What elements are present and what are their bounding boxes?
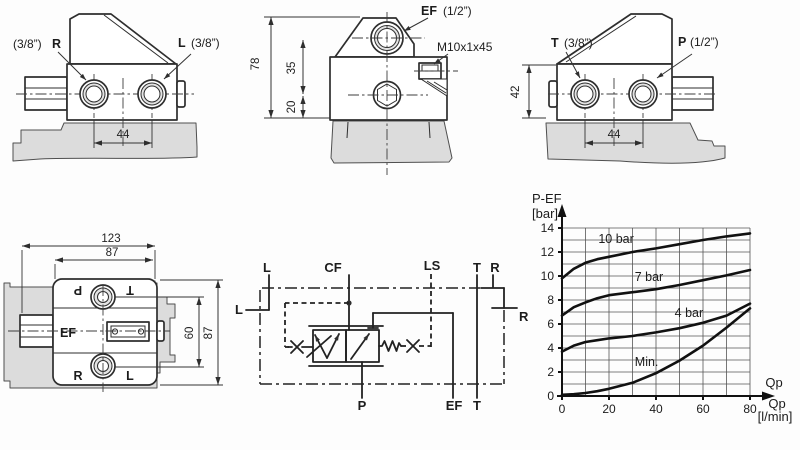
port-ef xyxy=(370,21,404,55)
y-tick-label: 0 xyxy=(547,389,554,403)
dimension-123: 123 xyxy=(101,233,120,245)
port-letter-t: T xyxy=(126,283,134,297)
port-letter-ef: EF xyxy=(60,326,76,340)
schematic-label-l-side: L xyxy=(235,302,243,317)
dimension-42: 42 xyxy=(510,86,522,99)
y-tick-label: 10 xyxy=(541,269,555,283)
x-axis-arrow-label: Qp xyxy=(765,375,782,390)
schematic-label-r-side: R xyxy=(519,309,529,324)
y-tick-label: 2 xyxy=(547,365,554,379)
pressure-flow-chart: 0 20 40 60 80 0 2 4 6 8 10 12 14 10 bar 7 bar 4 barMin.… xyxy=(532,191,792,424)
port-line-r xyxy=(480,274,518,309)
view-top-left: (3/8”) R L (3/8”) 44 xyxy=(12,13,220,162)
orifice-right xyxy=(406,339,420,353)
x-axis-unit: [l/min] xyxy=(758,409,793,424)
port-size-label: (3/8”) xyxy=(13,37,42,51)
curve-label: 7 bar xyxy=(635,270,664,284)
dimension-78: 78 xyxy=(250,58,262,71)
spring xyxy=(378,340,402,352)
view-top-middle: 78 35 20 EF (1/2”) M10x1x45 xyxy=(250,4,493,175)
port-letter-p: P xyxy=(74,283,82,297)
dimension-35: 35 xyxy=(286,62,298,75)
mounting-plate xyxy=(12,122,198,162)
port-r xyxy=(79,79,109,109)
y-tick-label: 14 xyxy=(541,221,555,235)
port-top xyxy=(90,284,116,310)
orifice-left xyxy=(287,340,314,354)
mounting-plate xyxy=(330,120,453,164)
view-front: 123 87 60 87 P T EF R L xyxy=(3,233,223,392)
port-letter: L xyxy=(178,36,186,50)
x-tick-label: 40 xyxy=(649,402,663,416)
hydraulic-schematic: L CF LS T R L R P EF T xyxy=(235,258,529,413)
dimension-20: 20 xyxy=(286,101,298,114)
port-letter: EF xyxy=(421,4,437,18)
dimension-87-top: 87 xyxy=(106,247,119,259)
port-size-label: (3/8”) xyxy=(191,36,220,50)
schematic-label-t-bottom: T xyxy=(473,398,481,413)
port-line-l xyxy=(245,274,270,311)
curve-label: Min. xyxy=(635,355,659,369)
schematic-label-ef: EF xyxy=(446,398,463,413)
hex-shaft xyxy=(24,76,68,111)
curve-10-bar xyxy=(560,232,752,280)
stud-label: M10x1x45 xyxy=(437,40,493,54)
port-letter-l: L xyxy=(126,369,134,383)
dimension-87-right: 87 xyxy=(203,327,215,340)
port-size-label: (1/2”) xyxy=(443,4,472,18)
port-t xyxy=(570,79,600,109)
view-top-right: 42 44 T (3/8”) P (1/2”) xyxy=(510,13,726,164)
port-l xyxy=(137,79,167,109)
dimension-44: 44 xyxy=(117,129,130,141)
port-letter: T xyxy=(551,36,559,50)
curve-label: 4 bar xyxy=(675,306,704,320)
y-tick-label: 6 xyxy=(547,317,554,331)
dimension-60: 60 xyxy=(184,327,196,340)
schematic-label-ls: LS xyxy=(424,258,441,273)
x-tick-label: 60 xyxy=(696,402,710,416)
schematic-label-p: P xyxy=(358,398,367,413)
y-axis-title: P-EF xyxy=(532,191,562,206)
hex-shaft xyxy=(671,76,714,111)
x-tick-label: 0 xyxy=(559,402,566,416)
y-axis-unit: [bar] xyxy=(532,206,558,221)
schematic-label-t-top: T xyxy=(473,260,481,275)
x-axis-arrow xyxy=(762,391,775,401)
port-letter: P xyxy=(678,35,686,49)
curve-min- xyxy=(560,307,752,397)
x-tick-label: 20 xyxy=(602,402,616,416)
port-size-label: (3/8”) xyxy=(564,36,593,50)
port-p xyxy=(628,79,658,109)
center-slot xyxy=(106,321,150,342)
x-axis-title: Qp xyxy=(768,396,785,411)
x-tick-label: 80 xyxy=(743,402,757,416)
curve-label: 10 bar xyxy=(598,232,633,246)
port-letter-r: R xyxy=(73,369,82,383)
y-axis-arrow xyxy=(557,204,567,217)
curve-7-bar xyxy=(560,268,752,317)
schematic-label-r-top: R xyxy=(490,260,500,275)
y-tick-label: 4 xyxy=(547,341,554,355)
port-letter: R xyxy=(52,37,61,51)
ef-line xyxy=(367,312,454,399)
valve-symbol xyxy=(306,325,384,367)
port-size-label: (1/2”) xyxy=(690,35,719,49)
schematic-label-l-top: L xyxy=(263,260,271,275)
y-tick-label: 12 xyxy=(541,245,555,259)
y-tick-label: 8 xyxy=(547,293,554,307)
dimension-44: 44 xyxy=(608,129,621,141)
curve-4-bar xyxy=(560,302,752,353)
schematic-label-cf: CF xyxy=(324,260,341,275)
